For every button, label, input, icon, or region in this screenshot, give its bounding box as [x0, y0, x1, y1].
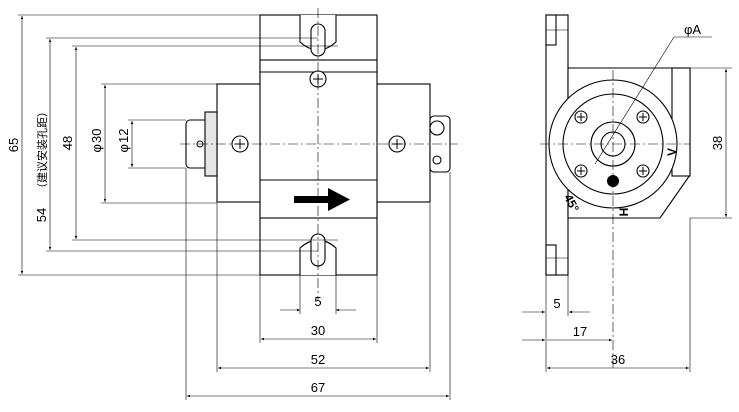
svg-text:φ: φ [116, 144, 131, 152]
screw-icon [636, 164, 650, 178]
dim-side-width: 36 [611, 352, 625, 367]
flow-direction-arrow-icon [294, 188, 350, 211]
screw-icon [574, 110, 588, 124]
dim-bore-outer: φ 30 [89, 129, 104, 153]
side-dimensions: 38 5 17 36 [522, 67, 732, 372]
screw-icon [636, 110, 650, 124]
v-marking: V [665, 148, 679, 156]
dim-overall-length: 67 [311, 380, 325, 395]
dim-overall-height: 65 [6, 138, 21, 152]
front-horizontal-dimensions: 5 30 52 67 [185, 168, 451, 400]
dim-body-width: 52 [311, 352, 325, 367]
right-shaft-hole [432, 155, 442, 165]
front-vertical-dimensions: 65 54 （建议安装孔距） 48 φ 30 φ 12 [6, 14, 338, 276]
dim-body-height: 48 [60, 136, 75, 150]
svg-text:30: 30 [89, 129, 104, 143]
screw-icon [574, 164, 588, 178]
dim-side-slot-width: 5 [553, 296, 560, 311]
dim-center-block-width: 30 [311, 323, 325, 338]
dim-bore-inner: φ 12 [116, 129, 131, 153]
h-marking: H [617, 208, 631, 217]
front-view [180, 8, 458, 300]
dim-mount-hole-distance: 54 [34, 208, 49, 222]
svg-text:12: 12 [116, 129, 131, 143]
right-shaft-bore [429, 120, 445, 136]
dim-slot-width: 5 [314, 294, 321, 309]
side-view: φA 45° V H [540, 14, 712, 368]
side-plate-notch-bottom [545, 244, 557, 276]
dim-side-height: 38 [710, 136, 725, 150]
dim-side-offset: 17 [573, 324, 587, 339]
svg-text:φ: φ [89, 144, 104, 152]
hole-callout: φA [684, 22, 701, 37]
dim-mount-hole-note: （建议安装孔距） [35, 106, 49, 194]
